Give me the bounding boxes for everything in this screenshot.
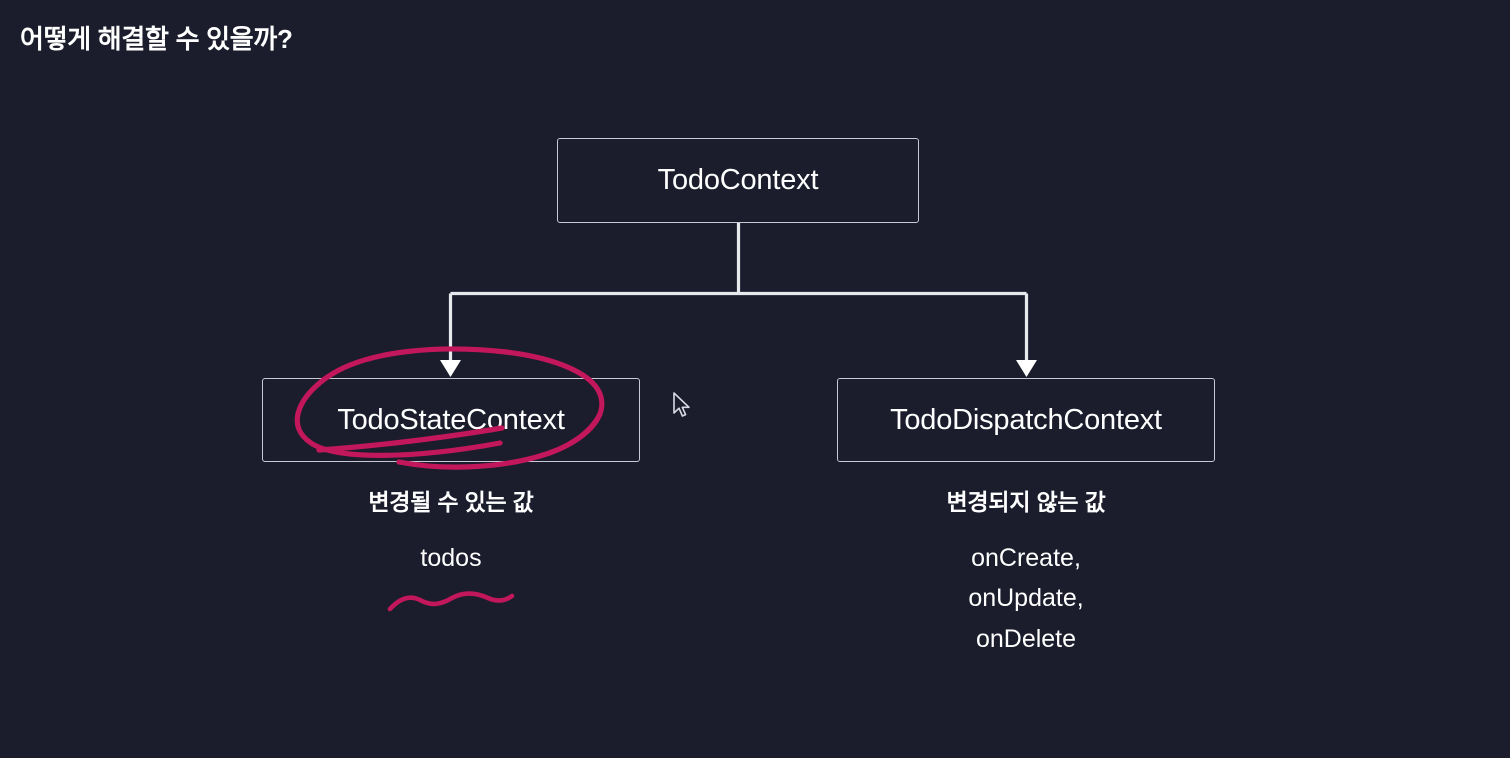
arrow-pointer-icon	[673, 392, 690, 417]
node-todo-dispatch-context[interactable]: TodoDispatchContext	[837, 378, 1215, 462]
caption-values-left: todos	[262, 538, 640, 579]
caption-group-right: 변경되지 않는 값 onCreate, onUpdate, onDelete	[837, 488, 1215, 659]
caption-value: onDelete	[975, 624, 1077, 653]
node-todo-context[interactable]: TodoContext	[557, 138, 919, 223]
page-title: 어떻게 해결할 수 있을까?	[20, 24, 293, 54]
caption-value: todos	[420, 543, 482, 572]
node-todo-state-context[interactable]: TodoStateContext	[262, 378, 640, 462]
caption-heading-left: 변경될 수 있는 값	[368, 489, 534, 515]
caption-values-right: onCreate, onUpdate, onDelete	[837, 538, 1215, 660]
caption-group-left: 변경될 수 있는 값 todos	[262, 488, 640, 578]
caption-heading-right: 변경되지 않는 값	[946, 489, 1106, 515]
caption-value: onUpdate,	[968, 584, 1084, 613]
arrowhead-left	[440, 360, 461, 377]
annotation-squiggle-todos	[387, 591, 515, 612]
arrowhead-right	[1016, 360, 1037, 377]
caption-value: onCreate,	[971, 543, 1081, 572]
